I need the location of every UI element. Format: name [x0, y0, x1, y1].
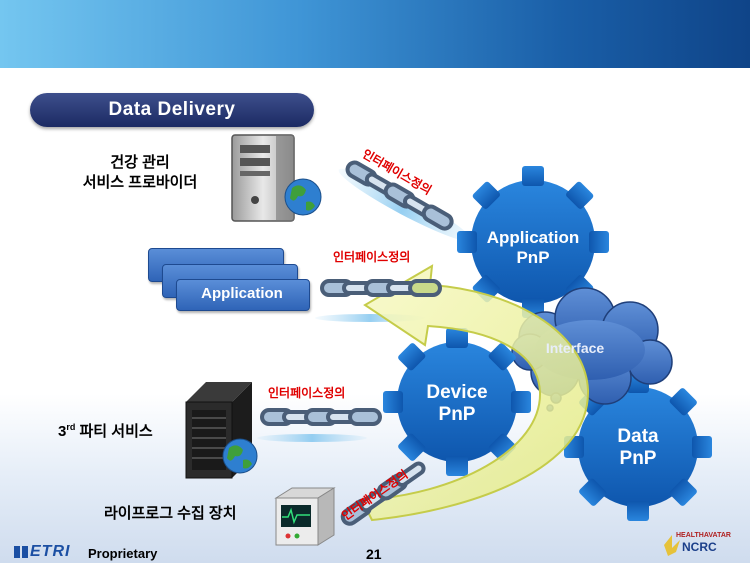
chain-top — [345, 160, 454, 231]
device-gear-label: Device PnP — [426, 382, 488, 425]
third-party-service-label: 3rd 파티 서비스 — [58, 422, 153, 440]
healthavatar-ncrc-logo — [664, 535, 680, 556]
device-gear — [383, 328, 531, 476]
third-party-server-icon — [185, 382, 258, 479]
chain-third — [260, 408, 382, 426]
etri-logo-text: ETRI — [30, 543, 71, 560]
application-gear — [457, 166, 609, 318]
ncrc-text: NCRC — [682, 540, 717, 554]
title-pill — [30, 93, 314, 127]
lifelog-device-icon — [274, 487, 336, 546]
interface-label-mid: 인터페이스정의 — [333, 250, 411, 264]
data-gear-label: Data PnP — [617, 426, 659, 469]
interface-cloud-label: Interface — [545, 340, 605, 356]
health-service-provider-label: 건강 관리 서비스 프로바이더 — [82, 154, 198, 191]
proprietary-label: Proprietary — [88, 546, 158, 561]
lifelog-device-label: 라이프로그 수집 장치 — [104, 505, 237, 522]
application-label: Application — [201, 285, 283, 302]
healthavatar-text: HEALTHAVATAR — [676, 532, 731, 539]
swoosh-third — [257, 434, 367, 442]
etri-logo — [14, 546, 28, 558]
slide-title: Data Delivery — [108, 99, 236, 120]
chain-bottom — [340, 461, 426, 526]
footer: ETRI Proprietary 21 HEALTHAVATAR NCRC — [0, 532, 750, 563]
application-gear-label: Application PnP — [486, 228, 580, 267]
app-box-front — [176, 279, 310, 311]
interface-label-third: 인터페이스정의 — [268, 386, 346, 400]
health-server-icon — [231, 134, 322, 222]
header-bar — [0, 0, 750, 68]
chain-mid — [320, 279, 442, 297]
page-number: 21 — [366, 546, 382, 562]
